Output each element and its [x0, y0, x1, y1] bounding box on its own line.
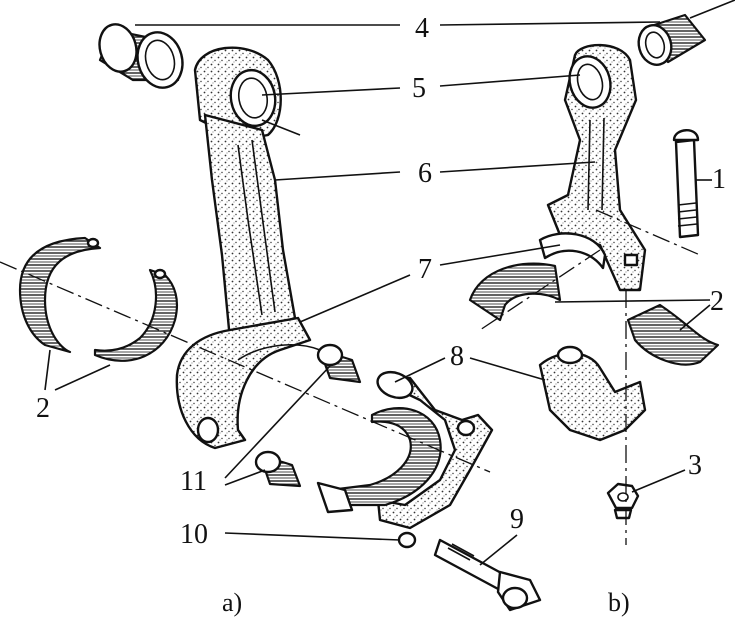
bolt-a	[433, 538, 542, 612]
callout-6: 6	[418, 158, 432, 189]
callout-10: 10	[180, 519, 208, 550]
connecting-rod-a	[175, 46, 321, 450]
callout-4: 4	[415, 13, 429, 44]
callout-2-left: 2	[36, 393, 50, 424]
callout-11: 11	[180, 466, 207, 497]
bearing-shells-b	[468, 262, 720, 366]
bearing-cap-b	[538, 345, 647, 442]
view-b	[468, 13, 720, 545]
callout-labels: 4 5 6 7 8 11 10 9 3 1 2 2 a) b)	[36, 13, 726, 617]
connecting-rod-b	[538, 43, 647, 292]
callout-7: 7	[418, 254, 432, 285]
centerline-a	[0, 261, 491, 473]
bearing-shell-left-a	[18, 236, 179, 362]
callout-8: 8	[450, 341, 464, 372]
small-end-bushing-a	[98, 23, 184, 89]
rod-bolt-b	[672, 129, 700, 239]
view-a	[0, 23, 542, 612]
callout-2-right: 2	[710, 286, 724, 317]
nut-b	[606, 482, 640, 520]
centerline-b1	[595, 209, 701, 256]
callout-5: 5	[412, 73, 426, 104]
callout-3: 3	[688, 450, 702, 481]
view-caption-b: b)	[608, 588, 630, 617]
callout-1: 1	[712, 164, 726, 195]
centerline-b3	[479, 249, 601, 331]
small-end-bushing-b	[637, 13, 707, 66]
view-caption-a: a)	[222, 588, 242, 617]
bearing-cap-a	[316, 370, 494, 549]
leader-lines	[44, 0, 735, 566]
callout-9: 9	[510, 504, 524, 535]
dowel-sleeves-a	[254, 343, 362, 488]
